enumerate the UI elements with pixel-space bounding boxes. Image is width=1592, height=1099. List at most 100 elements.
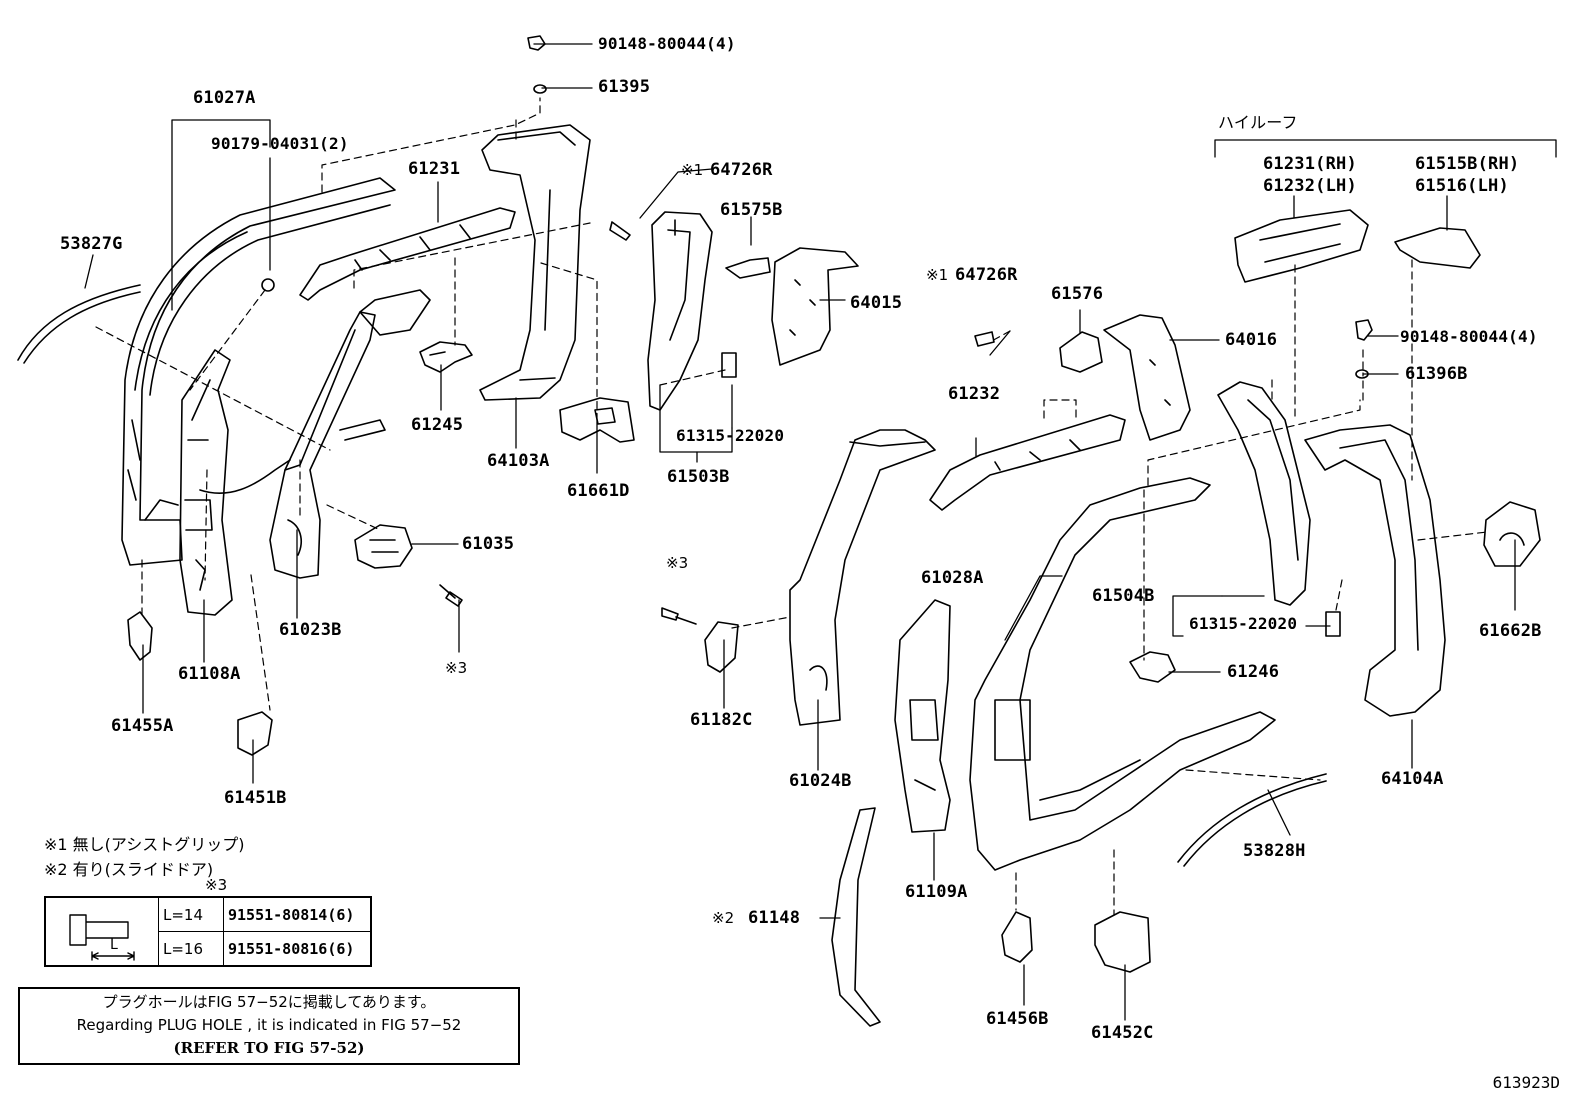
note-2-mark: ※2 — [712, 909, 735, 927]
clip-64726r-b — [974, 331, 995, 347]
label-61182c: 61182C — [690, 710, 753, 730]
bracket-61456b — [1001, 911, 1033, 963]
label-61148: 61148 — [748, 908, 801, 928]
plate-61315a — [721, 352, 737, 378]
label-61396b: 61396B — [1405, 364, 1468, 384]
rail-61231 — [299, 207, 516, 301]
note-1-mark-a: ※1 — [681, 161, 704, 179]
label-61661d: 61661D — [567, 481, 630, 501]
label-64104a: 64104A — [1381, 769, 1444, 789]
label-61515b-rh: 61515B(RH) — [1415, 154, 1520, 174]
bracket-61182c — [704, 621, 739, 673]
bolt-part-number: 91551-80814(6) — [223, 896, 372, 932]
label-61245: 61245 — [411, 415, 464, 435]
pillar-61024b — [789, 429, 936, 726]
table-row: L L=14 91551-80814(6) — [44, 896, 372, 967]
label-64016: 64016 — [1225, 330, 1278, 350]
high-roof-heading: ハイルーフ — [1218, 113, 1298, 132]
bolt-length: L=14 — [158, 896, 224, 932]
label-61315-22020-b: 61315-22020 — [1189, 614, 1298, 633]
label-61023b: 61023B — [279, 620, 342, 640]
label-64726r-b: 64726R — [955, 265, 1018, 285]
footnote-1: ※1 無し(アシストグリップ) — [44, 835, 245, 854]
label-61109a: 61109A — [905, 882, 968, 902]
footnote-2: ※2 有り(スライドドア) — [44, 860, 214, 879]
label-53827g: 53827G — [60, 234, 123, 254]
label-61504b: 61504B — [1092, 586, 1155, 606]
label-61575b: 61575B — [720, 200, 783, 220]
bracket-61662b — [1483, 501, 1541, 567]
bolt-length: L=16 — [158, 931, 224, 967]
footnotes: ※1 無し(アシストグリップ) ※2 有り(スライドドア) — [44, 832, 245, 882]
weatherstrip-53828h — [1177, 773, 1327, 867]
label-53828h: 53828H — [1243, 841, 1306, 861]
panel-64015 — [771, 247, 859, 366]
strip-61148 — [831, 807, 881, 1027]
bracket-61245 — [419, 341, 473, 373]
bolt-picture-cell: L — [44, 896, 159, 967]
label-61231: 61231 — [408, 159, 461, 179]
bolt-90148a — [527, 35, 546, 51]
label-61456b: 61456B — [986, 1009, 1049, 1029]
panel-61515b — [1394, 227, 1481, 269]
bracket-61451b — [237, 711, 273, 756]
label-61395: 61395 — [598, 77, 651, 97]
hinge-61035 — [354, 524, 413, 569]
grommet-61396b — [1355, 369, 1369, 379]
label-61455a: 61455A — [111, 716, 174, 736]
label-61027a: 61027A — [193, 88, 256, 108]
label-61662b: 61662B — [1479, 621, 1542, 641]
label-64103a: 64103A — [487, 451, 550, 471]
plug-note-en: Regarding PLUG HOLE , it is indicated in… — [76, 1016, 462, 1034]
clip-64726r-a — [609, 221, 631, 241]
label-61028a: 61028A — [921, 568, 984, 588]
plug-note-ref: (REFER TO FIG 57-52) — [173, 1039, 365, 1057]
label-90179-04031: 90179-04031(2) — [211, 134, 349, 153]
label-61516-lh: 61516(LH) — [1415, 176, 1509, 196]
label-90148-80044-right: 90148-80044(4) — [1400, 327, 1538, 346]
panel-61027a — [121, 177, 396, 566]
rail-61231-high — [1234, 209, 1369, 283]
label-61024b: 61024B — [789, 771, 852, 791]
label-61232-lh: 61232(LH) — [1263, 176, 1357, 196]
label-61232: 61232 — [948, 384, 1001, 404]
label-61035: 61035 — [462, 534, 515, 554]
label-61246: 61246 — [1227, 662, 1280, 682]
rail-61232 — [929, 414, 1126, 511]
plate-61315b — [1325, 611, 1341, 637]
pillar-61109a — [894, 599, 951, 833]
nut-90179 — [261, 278, 275, 292]
bolt-part-number: 91551-80816(6) — [223, 931, 372, 967]
bolt-3b — [661, 607, 697, 625]
leader-lines — [84, 43, 1557, 1021]
label-61108a: 61108A — [178, 664, 241, 684]
plug-hole-note: プラグホールはFIG 57−52に掲載してあります。 Regarding PLU… — [18, 987, 520, 1065]
grommet-61395 — [533, 84, 547, 94]
weatherstrip-53827g — [17, 284, 141, 364]
bracket-61452c — [1094, 911, 1151, 973]
label-61315-22020-a: 61315-22020 — [676, 426, 785, 445]
bracket-61246 — [1129, 651, 1176, 683]
panel-64016 — [1103, 314, 1191, 441]
label-61503b: 61503B — [667, 467, 730, 487]
label-61452c: 61452C — [1091, 1023, 1154, 1043]
plug-note-jp: プラグホールはFIG 57−52に掲載してあります。 — [102, 993, 436, 1011]
label-64015: 64015 — [850, 293, 903, 313]
pillar-61504b — [1217, 381, 1311, 606]
pillar-61023b — [269, 289, 431, 579]
bolt-3a — [439, 584, 463, 607]
label-64726r-a: 64726R — [710, 160, 773, 180]
pillar-61108a — [179, 349, 233, 616]
bracket-61576 — [1059, 331, 1103, 373]
bracket-61575b — [725, 257, 771, 279]
label-61451b: 61451B — [224, 788, 287, 808]
bracket-61661d — [559, 397, 635, 443]
note-3-mark-b: ※3 — [666, 554, 689, 572]
bolt-table: L L=14 91551-80814(6) L=16 91551-80816(6… — [44, 896, 372, 967]
panel-64104a — [1304, 424, 1446, 717]
bolt-90148b — [1355, 319, 1373, 341]
note-1-mark-b: ※1 — [926, 266, 949, 284]
dimension-label: L — [110, 936, 118, 953]
pillar-61503b — [647, 211, 713, 411]
